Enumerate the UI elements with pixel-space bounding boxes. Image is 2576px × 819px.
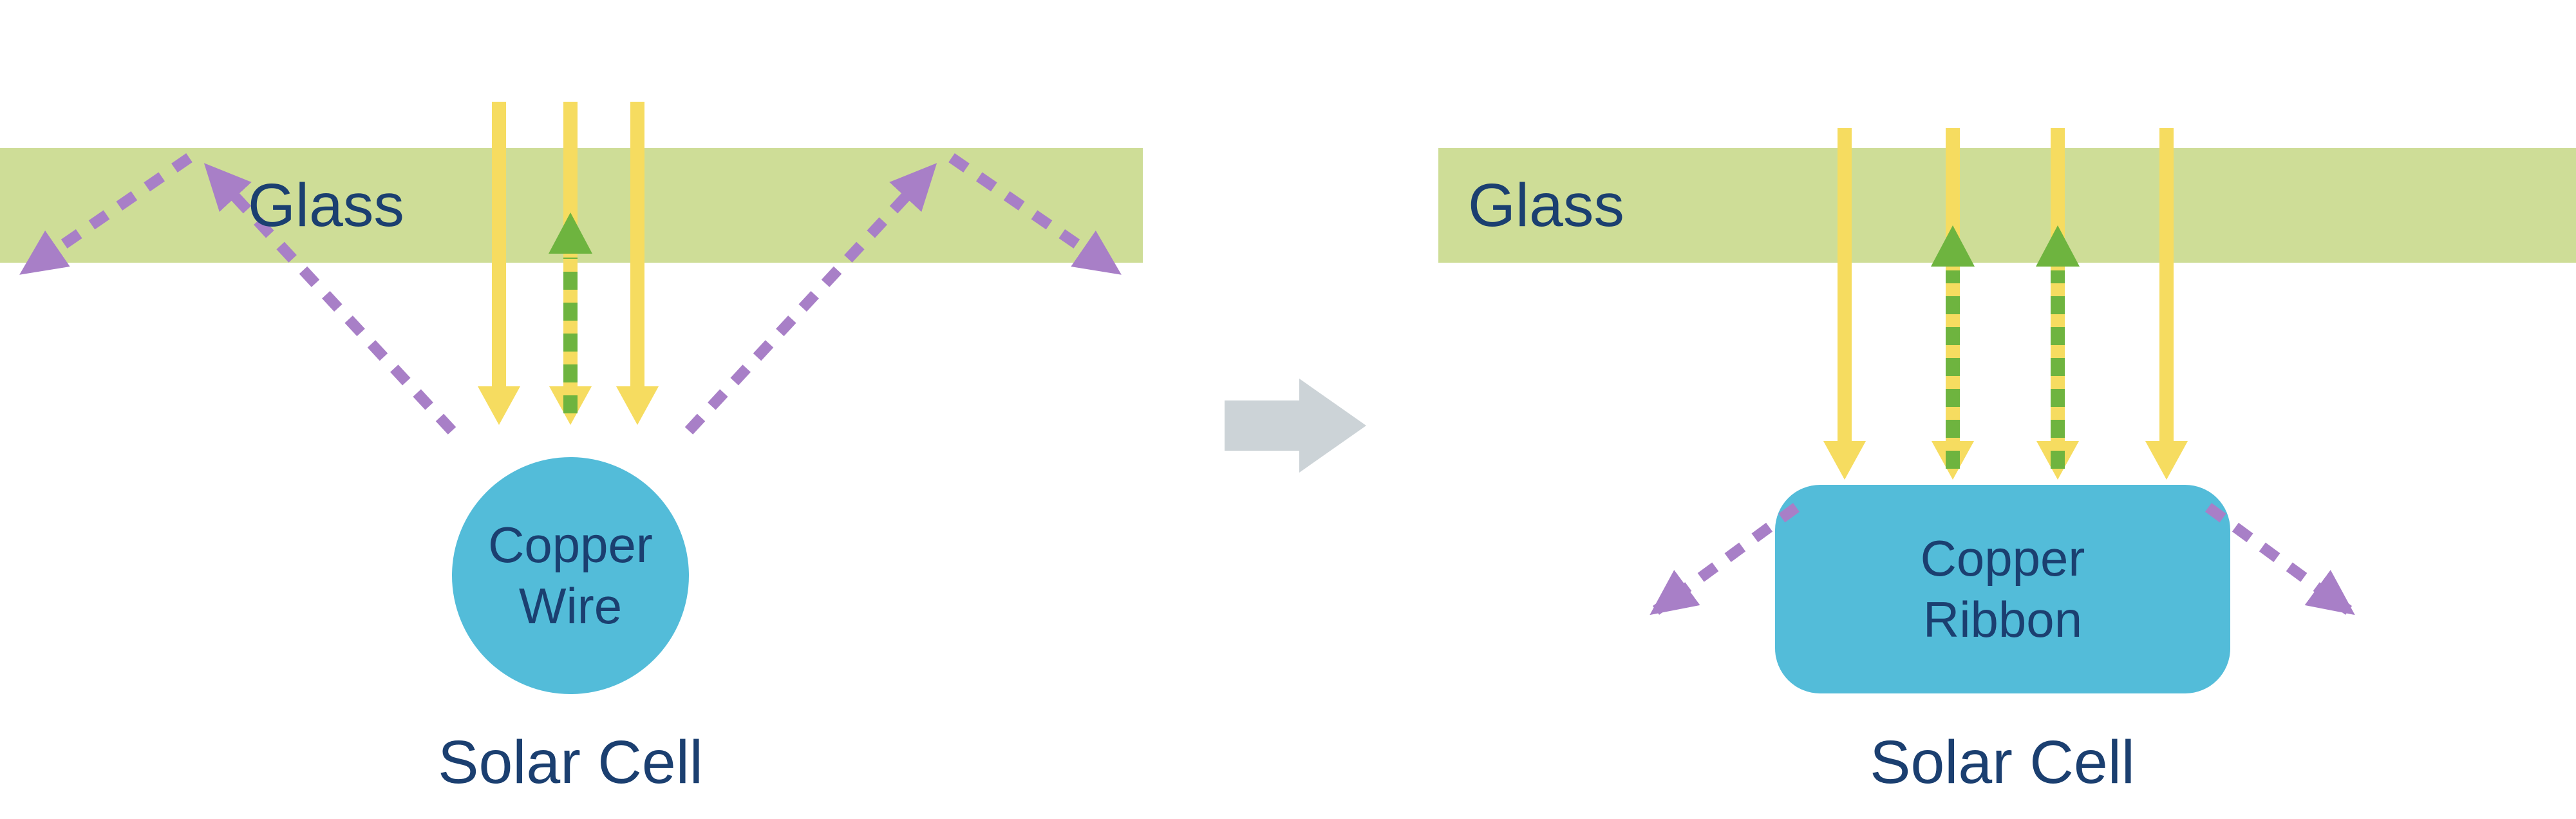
- copper-ribbon-shape: Copper Ribbon: [1775, 485, 2230, 693]
- escaped-light-arrow: [19, 153, 193, 275]
- right-reflected-light-arrows: [1931, 225, 2080, 469]
- escaped-light-arrow: [203, 163, 456, 435]
- right-glass-label: Glass: [1468, 171, 1624, 240]
- left-glass-label: Glass: [248, 171, 404, 240]
- escaped-light-arrow: [1650, 503, 1800, 616]
- incident-light-arrowhead: [478, 386, 520, 425]
- left-escaped-light-rays: [19, 153, 1122, 435]
- copper-ribbon-label: Copper Ribbon: [1920, 529, 2085, 648]
- right-solar-cell-label: Solar Cell: [1870, 728, 2135, 796]
- right-incident-sunlight-arrows: [1823, 128, 2188, 480]
- escaped-light-arrow: [2205, 503, 2355, 616]
- right-escaped-light-rays: [1650, 503, 2355, 616]
- copper-wire-shape: Copper Wire: [452, 457, 689, 694]
- left-solar-cell-label: Solar Cell: [438, 728, 703, 796]
- reflected-light-arrowhead: [2036, 225, 2080, 267]
- copper-wire-label: Copper Wire: [488, 516, 653, 634]
- escaped-light-arrow: [948, 153, 1122, 275]
- left-reflected-light-arrow: [549, 212, 592, 413]
- incident-light-arrowhead: [2145, 441, 2188, 480]
- reflected-light-arrowhead: [549, 212, 592, 254]
- escaped-light-arrow: [684, 163, 937, 435]
- incident-light-arrowhead: [1823, 441, 1866, 480]
- right-glass-layer: [1438, 148, 2576, 263]
- reflected-light-arrowhead: [1931, 225, 1975, 267]
- incident-light-arrowhead: [616, 386, 659, 425]
- transition-arrow: [1225, 379, 1366, 473]
